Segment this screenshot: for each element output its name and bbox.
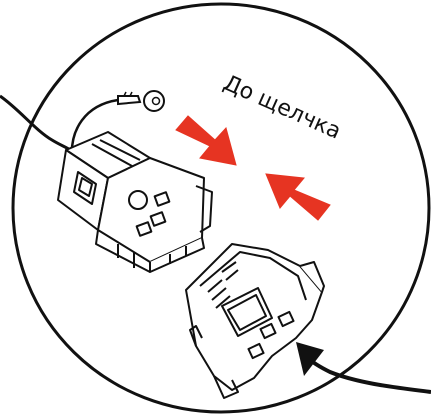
push-arrow-icon	[175, 115, 237, 166]
connector-housing-icon	[57, 131, 213, 273]
caption-text: До щелчка	[220, 71, 345, 145]
curved-pointer-arrow-icon	[296, 342, 431, 394]
push-arrow-icon	[265, 173, 331, 221]
cable-with-terminal-icon	[0, 90, 165, 159]
frame-circle	[11, 2, 431, 414]
cap-connector-icon	[185, 243, 325, 399]
